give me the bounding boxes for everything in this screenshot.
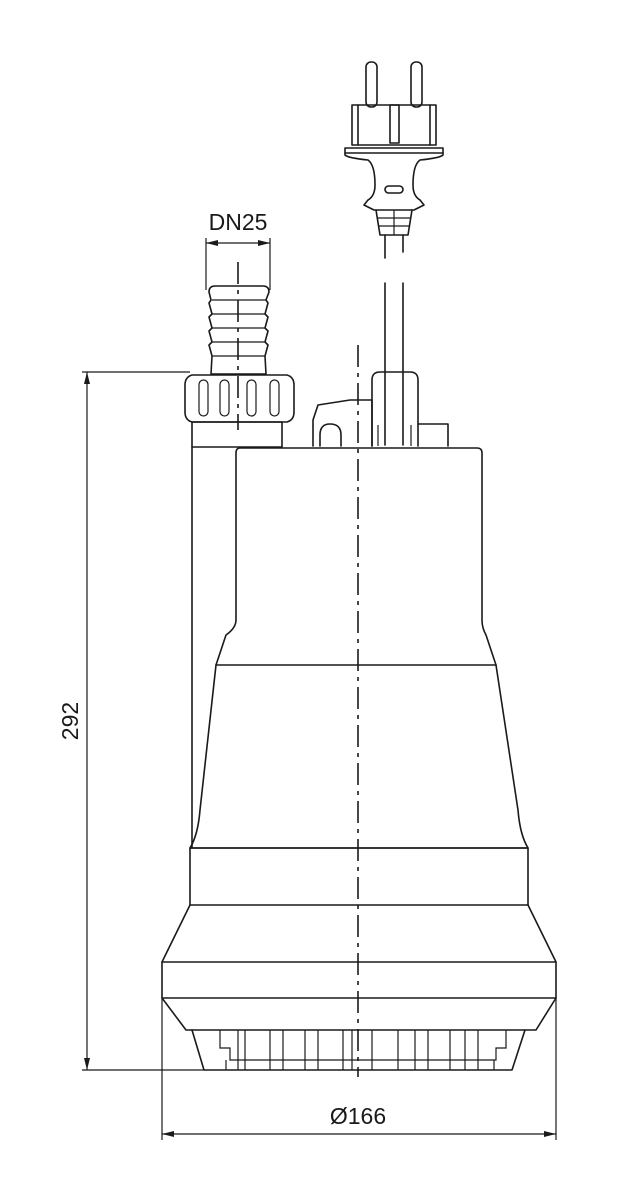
plug-head xyxy=(351,104,437,146)
top-fittings xyxy=(312,371,449,447)
outlet-dimension: DN25 xyxy=(205,209,271,290)
cable-top xyxy=(384,234,404,259)
pump-body xyxy=(161,446,557,1031)
diameter-dimension: Ø166 xyxy=(161,998,557,1140)
base-flange xyxy=(161,904,557,1031)
motor-housing-upper xyxy=(215,447,497,666)
plug-pin-right xyxy=(410,61,423,108)
cable xyxy=(384,282,404,446)
plug xyxy=(344,61,444,259)
diameter-dimension-label: Ø166 xyxy=(330,1103,386,1129)
height-dimension-label: 292 xyxy=(57,702,83,740)
union-nut xyxy=(184,374,295,448)
outlet-dimension-label: DN25 xyxy=(209,209,268,235)
outlet-barb xyxy=(208,285,270,375)
height-dimension: 292 xyxy=(57,371,204,1071)
plug-grip xyxy=(344,147,444,211)
plug-pin-left xyxy=(365,61,378,108)
